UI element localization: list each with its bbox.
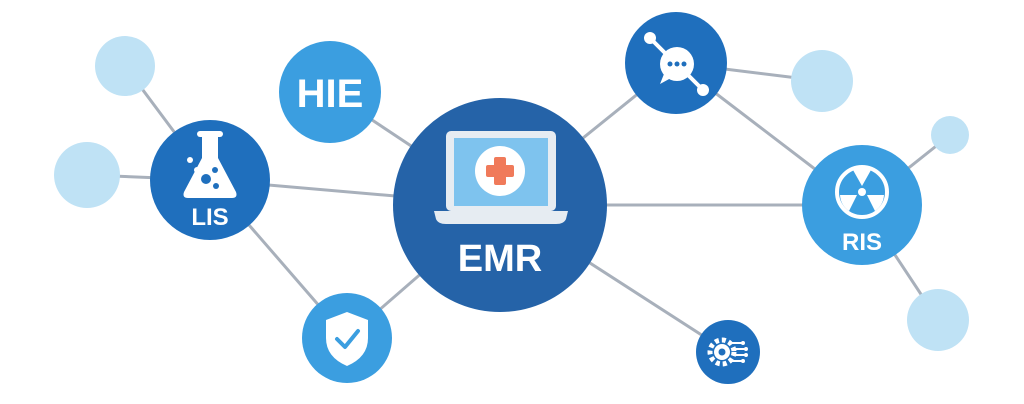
radiation-icon	[835, 165, 889, 219]
lis-label: LIS	[191, 204, 228, 231]
laptop-medical-icon	[434, 131, 568, 224]
bubble-bottom-right	[907, 289, 969, 351]
bubble-top-left	[95, 36, 155, 96]
node-hie[interactable]: HIE	[279, 41, 381, 143]
node-lis[interactable]: LIS	[150, 120, 270, 240]
flask-icon	[183, 131, 237, 198]
bubble-left	[54, 142, 120, 208]
emr-label: EMR	[458, 238, 542, 280]
node-emr[interactable]: EMR	[393, 98, 607, 312]
node-chat[interactable]	[625, 12, 727, 114]
shield-check-icon	[326, 312, 368, 366]
ris-label: RIS	[842, 229, 882, 256]
node-ris[interactable]: RIS	[802, 145, 922, 265]
node-shield[interactable]	[302, 293, 392, 383]
node-gear[interactable]	[696, 320, 760, 384]
bubbles	[54, 36, 969, 351]
chat-network-icon	[644, 32, 709, 96]
bubble-right	[791, 50, 853, 112]
hie-label: HIE	[297, 72, 364, 116]
gear-circuit-icon	[707, 337, 748, 367]
bubble-top-right	[931, 116, 969, 154]
